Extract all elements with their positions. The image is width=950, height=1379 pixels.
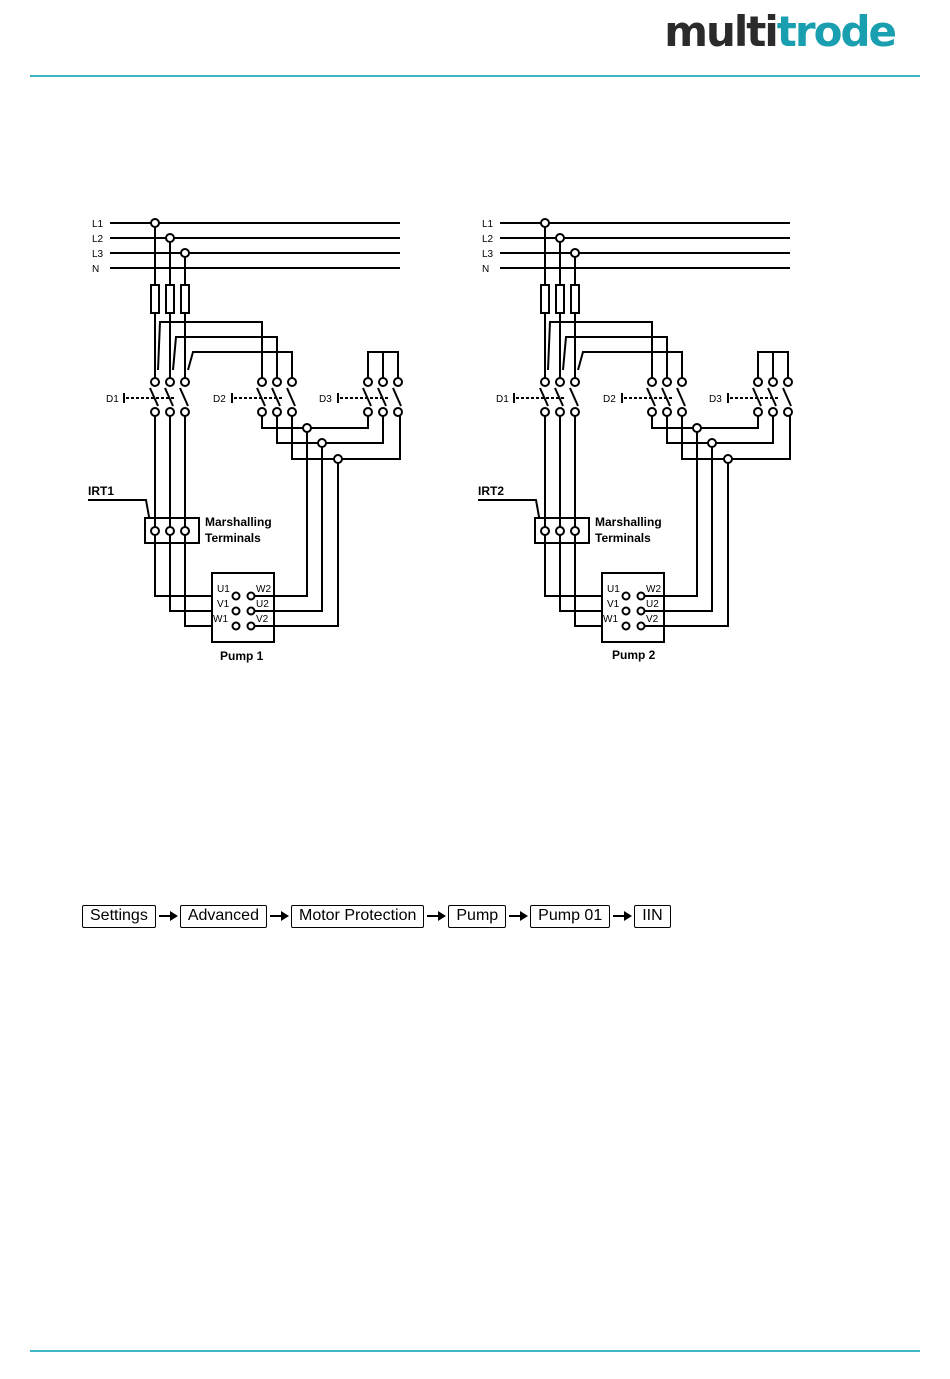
crumb-advanced: Advanced <box>180 905 267 928</box>
d1-motor-u2: U2 <box>256 599 269 610</box>
d1-motor-u1: U1 <box>217 584 230 595</box>
d1-relay-label: IRT1 <box>88 484 114 498</box>
d2-motor-w1: W1 <box>603 614 618 625</box>
d2-pump-label: Pump 2 <box>612 648 656 662</box>
d1-pump-label: Pump 1 <box>220 649 264 663</box>
crumb-settings: Settings <box>82 905 156 928</box>
pump2-schematic <box>478 219 792 642</box>
d2-breaker-d2: D2 <box>603 394 616 405</box>
d1-line-label-l2: L2 <box>92 234 104 245</box>
crumb-iin: IIN <box>634 905 670 928</box>
arrow-right-icon <box>156 910 180 922</box>
d1-terminals-label-1: Marshalling <box>205 515 272 529</box>
d1-motor-w2: W2 <box>256 584 271 595</box>
d1-motor-v2: V2 <box>256 614 269 625</box>
d2-motor-u2: U2 <box>646 599 659 610</box>
d2-line-label-l1: L1 <box>482 219 494 230</box>
d1-motor-w1: W1 <box>213 614 228 625</box>
pump1-schematic <box>88 219 402 642</box>
d1-line-label-n: N <box>92 264 99 275</box>
crumb-pump: Pump <box>448 905 506 928</box>
arrow-right-icon <box>424 910 448 922</box>
d2-terminals-label-1: Marshalling <box>595 515 662 529</box>
d2-line-label-l2: L2 <box>482 234 494 245</box>
d2-line-label-l3: L3 <box>482 249 494 260</box>
d2-motor-v2: V2 <box>646 614 659 625</box>
d2-line-label-n: N <box>482 264 489 275</box>
d2-relay-label: IRT2 <box>478 484 504 498</box>
arrow-right-icon <box>610 910 634 922</box>
crumb-pump-01: Pump 01 <box>530 905 610 928</box>
arrow-right-icon <box>506 910 530 922</box>
footer-rule <box>30 1350 920 1352</box>
arrow-right-icon <box>267 910 291 922</box>
d2-breaker-d3: D3 <box>709 394 722 405</box>
d1-breaker-d1: D1 <box>106 394 119 405</box>
d2-breaker-d1: D1 <box>496 394 509 405</box>
d2-motor-u1: U1 <box>607 584 620 595</box>
d1-breaker-d3: D3 <box>319 394 332 405</box>
crumb-motor-protection: Motor Protection <box>291 905 424 928</box>
wiring-diagrams: L1 L2 L3 N D1 D2 D3 IRT1 Marshalling Ter… <box>0 0 950 700</box>
d2-motor-w2: W2 <box>646 584 661 595</box>
d1-motor-v1: V1 <box>217 599 230 610</box>
d1-breaker-d2: D2 <box>213 394 226 405</box>
d1-terminals-label-2: Terminals <box>205 531 261 545</box>
d1-line-label-l1: L1 <box>92 219 104 230</box>
d1-line-label-l3: L3 <box>92 249 104 260</box>
menu-path-breadcrumb: Settings Advanced Motor Protection Pump … <box>82 904 671 928</box>
d2-motor-v1: V1 <box>607 599 620 610</box>
d2-terminals-label-2: Terminals <box>595 531 651 545</box>
